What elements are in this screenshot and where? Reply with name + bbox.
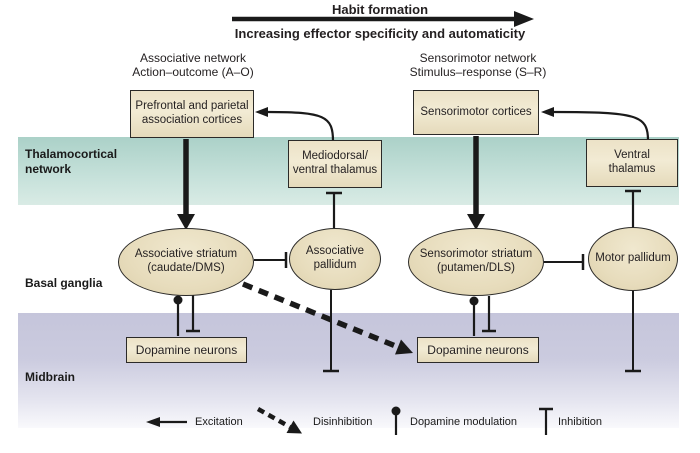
node-motor-pallidum: Motor pallidum: [588, 227, 678, 291]
legend-disinhibition-label: Disinhibition: [313, 416, 373, 428]
sensorimotor-network-mapping: Stimulus–response (S–R): [409, 65, 547, 80]
node-associative-pallidum: Associative pallidum: [289, 228, 381, 290]
associative-network-name: Associative network: [139, 51, 247, 65]
sensorimotor-network-name: Sensorimotor network: [419, 51, 537, 65]
node-mediodorsal-ventral-thalamus: Mediodorsal/ ventral thalamus: [288, 140, 382, 188]
node-dopamine-neurons-right: Dopamine neurons: [417, 337, 539, 363]
associative-network-mapping: Action–outcome (A–O): [132, 65, 254, 80]
node-sensorimotor-striatum: Sensorimotor striatum (putamen/DLS): [408, 228, 544, 296]
associative-network-header: Associative network Action–outcome (A–O): [108, 51, 278, 79]
diagram-title: Habit formation: [331, 2, 429, 17]
diagram-subtitle: Increasing effector specificity and auto…: [234, 26, 526, 41]
region-label-basal-ganglia: Basal ganglia: [25, 276, 103, 290]
excitation-arrow-ventral-thalamus-to-cortex: [541, 107, 650, 141]
region-label-thalamocortical: Thalamocortical network: [25, 147, 118, 176]
inhibition-striatum-to-pallidum-left: [254, 252, 288, 268]
node-sensorimotor-cortices: Sensorimotor cortices: [413, 90, 539, 135]
legend-dopamine-modulation-label: Dopamine modulation: [410, 416, 518, 428]
node-associative-striatum: Associative striatum (caudate/DMS): [118, 228, 254, 296]
node-prefrontal-parietal-cortices: Prefrontal and parietal association cort…: [130, 90, 254, 138]
inhibition-striatum-to-pallidum-right: [544, 254, 585, 270]
node-ventral-thalamus: Ventral thalamus: [586, 139, 678, 187]
legend-excitation-label: Excitation: [195, 416, 243, 428]
excitation-arrow-mediodorsal-to-prefrontal: [255, 107, 335, 142]
region-label-midbrain: Midbrain: [25, 370, 75, 384]
legend-inhibition-label: Inhibition: [558, 416, 603, 428]
node-dopamine-neurons-left: Dopamine neurons: [126, 337, 247, 363]
sensorimotor-network-header: Sensorimotor network Stimulus–response (…: [393, 51, 563, 79]
